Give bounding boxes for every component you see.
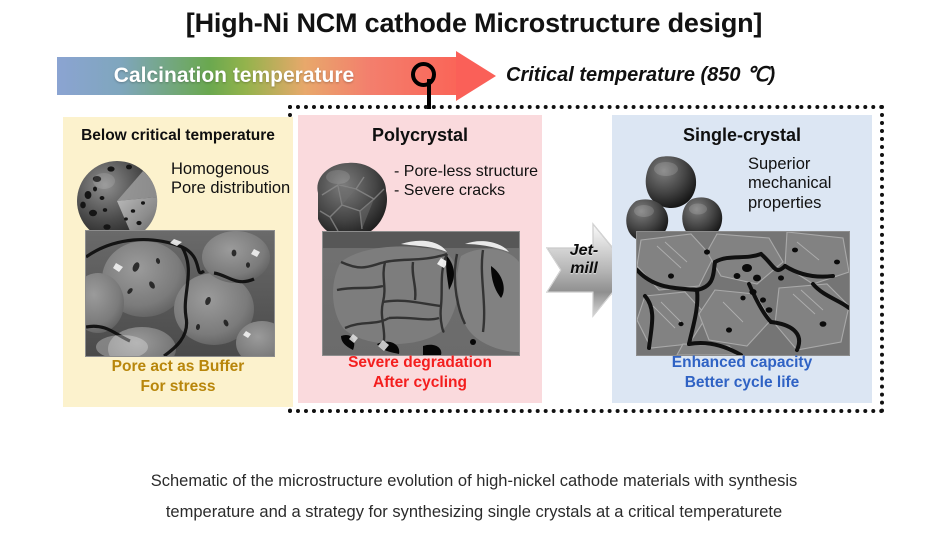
jet-mill-label: Jet- mill bbox=[545, 242, 623, 278]
panel-polycrystal: Polycrystal bbox=[298, 115, 542, 403]
panel-description-single-crystal: Superior mechanical properties bbox=[748, 155, 831, 213]
footer-line-1: Enhanced capacity bbox=[671, 354, 813, 372]
panel-title-single-crystal: Single-crystal bbox=[682, 125, 802, 145]
sem-image-polycrystal bbox=[322, 231, 520, 356]
jetmill-line-2: mill bbox=[570, 259, 598, 277]
panel-footer-polycrystal: Severe degradation After cycling bbox=[298, 353, 542, 393]
sem-image-single-crystal bbox=[636, 231, 850, 356]
footer-line-1: Pore act as Buffer bbox=[111, 358, 245, 376]
desc-line-1: - Pore-less structure bbox=[394, 163, 539, 180]
footer-line-1: Severe degradation bbox=[348, 354, 492, 372]
critical-point-stem bbox=[427, 79, 431, 109]
jetmill-line-1: Jet- bbox=[569, 242, 599, 259]
desc-line-2: mechanical bbox=[748, 174, 832, 193]
desc-line-2: - Severe cracks bbox=[394, 181, 506, 199]
arrow-head-icon bbox=[456, 51, 496, 101]
panel-below-critical-temperature: Below critical temperature bbox=[63, 117, 293, 407]
figure-caption: Schematic of the microstructure evolutio… bbox=[60, 466, 888, 527]
panel-title-polycrystal: Polycrystal bbox=[371, 125, 469, 145]
panel-footer-below-critical: Pore act as Buffer For stress bbox=[63, 357, 293, 397]
footer-line-2: After cycling bbox=[373, 374, 467, 392]
desc-line-2: Pore distribution bbox=[171, 179, 291, 198]
arrow-label: Calcination temperature bbox=[113, 64, 355, 87]
page-title: [High-Ni NCM cathode Microstructure desi… bbox=[185, 8, 763, 38]
cut-open-porous-sphere-icon bbox=[77, 161, 158, 241]
critical-point-marker-icon bbox=[411, 62, 436, 87]
footer-line-2: Better cycle life bbox=[684, 374, 800, 392]
panel-description-polycrystal: - Pore-less structure - Severe cracks bbox=[394, 163, 538, 201]
footer-line-2: For stress bbox=[140, 378, 216, 396]
desc-line-3: properties bbox=[748, 193, 822, 212]
calcination-temperature-arrow: Calcination temperature bbox=[57, 51, 496, 101]
sem-image-below-critical bbox=[85, 230, 275, 357]
jet-mill-arrow-icon bbox=[545, 222, 632, 318]
gradient-bar bbox=[57, 57, 457, 95]
desc-line-1: Homogenous bbox=[171, 160, 270, 178]
panel-single-crystal: Single-crystal Superior mechanical prope… bbox=[612, 115, 872, 403]
desc-line-1: Superior bbox=[748, 155, 811, 173]
faceted-polycrystal-particle-icon bbox=[317, 162, 388, 239]
three-single-crystal-grains-icon bbox=[626, 156, 723, 242]
caption-line-2: temperature and a strategy for synthesiz… bbox=[165, 502, 783, 521]
jet-mill-process-arrow: Jet- mill bbox=[545, 218, 633, 322]
caption-line-1: Schematic of the microstructure evolutio… bbox=[150, 472, 798, 490]
panel-title-below-critical: Below critical temperature bbox=[81, 127, 275, 144]
panel-description-below-critical: Homogenous Pore distribution bbox=[171, 160, 290, 199]
critical-temperature-label: Critical temperature (850 ℃) bbox=[506, 64, 776, 86]
panel-footer-single-crystal: Enhanced capacity Better cycle life bbox=[612, 353, 872, 393]
